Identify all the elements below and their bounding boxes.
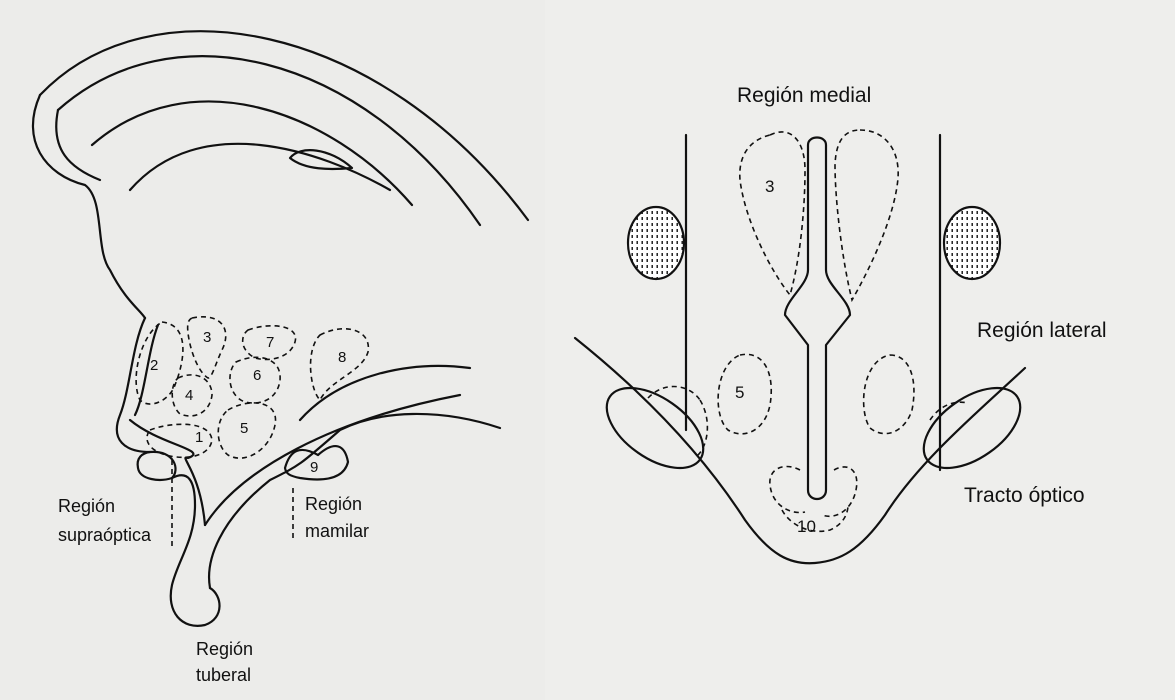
label-supraoptica-2: supraóptica xyxy=(58,525,152,545)
fornix-inner-arc xyxy=(128,142,392,192)
nucleus-5: 5 xyxy=(240,420,248,437)
floor-line xyxy=(208,412,502,590)
label-mamilar-2: mamilar xyxy=(305,521,369,541)
optic-tract-left-dash-2 xyxy=(697,399,709,456)
lamina-terminalis-inner xyxy=(55,108,102,182)
nucleus-8: 8 xyxy=(338,349,346,366)
nucleus-outline-3 xyxy=(186,316,227,379)
callosum-inner-arc xyxy=(56,55,482,227)
nucleus-outline-1 xyxy=(146,423,213,459)
anterior-commissure xyxy=(288,149,354,171)
label-tracto-optico: Tracto óptico xyxy=(964,484,1085,507)
coronal-nucleus-3-right xyxy=(834,129,899,303)
tuber-contour-front xyxy=(169,474,221,627)
nucleus-3: 3 xyxy=(203,329,211,346)
coronal-nucleus-5: 5 xyxy=(735,383,744,402)
nucleus-1: 1 xyxy=(195,429,203,446)
infundibulum-line xyxy=(203,393,462,527)
callosum-outer-arc xyxy=(38,30,530,222)
nucleus-7: 7 xyxy=(266,334,274,351)
mammillary-body xyxy=(283,445,350,481)
optic-tract-right xyxy=(922,386,1022,470)
fornix-left xyxy=(626,205,686,281)
coronal-nucleus-10: 10 xyxy=(797,517,816,536)
nucleus-2: 2 xyxy=(150,357,158,374)
optic-chiasm xyxy=(136,450,177,481)
label-region-medial: Región medial xyxy=(737,84,871,107)
coronal-nucleus-5-right xyxy=(862,354,915,435)
nucleus-6: 6 xyxy=(253,367,261,384)
coronal-nucleus-3-left xyxy=(739,131,806,297)
third-ventricle xyxy=(783,136,852,501)
sagittal-diagram: 1 2 3 4 5 6 7 8 9 Región supraóptica Reg… xyxy=(31,30,530,685)
optic-tract-left xyxy=(605,386,705,470)
coronal-nucleus-5-left xyxy=(717,353,772,435)
label-mamilar-1: Región xyxy=(305,494,362,514)
fornix-arc xyxy=(90,100,414,207)
nucleus-9: 9 xyxy=(310,459,318,476)
coronal-nucleus-3: 3 xyxy=(765,177,774,196)
fornix-right xyxy=(942,205,1002,281)
optic-tract-right-dash xyxy=(929,401,969,421)
hypothalamus-floor xyxy=(573,336,1027,565)
coronal-nucleus-10-right xyxy=(821,466,858,517)
nucleus-outline-4 xyxy=(171,374,213,417)
nucleus-outline-7 xyxy=(241,324,297,361)
coronal-nucleus-10-bottom xyxy=(781,504,849,532)
lamina-terminalis-outer xyxy=(31,93,147,320)
optic-tract-left-dash xyxy=(647,385,701,401)
label-tuberal-2: tuberal xyxy=(196,665,251,685)
nucleus-outline-8 xyxy=(309,327,370,402)
coronal-nucleus-10-left xyxy=(769,465,806,514)
ventricle-anterior-wall-inner xyxy=(133,323,160,417)
nucleus-outline-2 xyxy=(135,321,184,405)
ventricle-anterior-wall xyxy=(115,316,152,454)
label-supraoptica-1: Región xyxy=(58,496,115,516)
coronal-diagram: 3 5 10 Región medial Región lateral Trac… xyxy=(573,84,1107,565)
nucleus-outline-6 xyxy=(229,356,281,404)
tuber-contour-back xyxy=(128,418,207,527)
brainstem-line xyxy=(298,364,472,422)
label-region-lateral: Región lateral xyxy=(977,319,1107,342)
label-tuberal-1: Región xyxy=(196,639,253,659)
nucleus-4: 4 xyxy=(185,387,193,404)
nucleus-outline-5 xyxy=(217,402,277,459)
